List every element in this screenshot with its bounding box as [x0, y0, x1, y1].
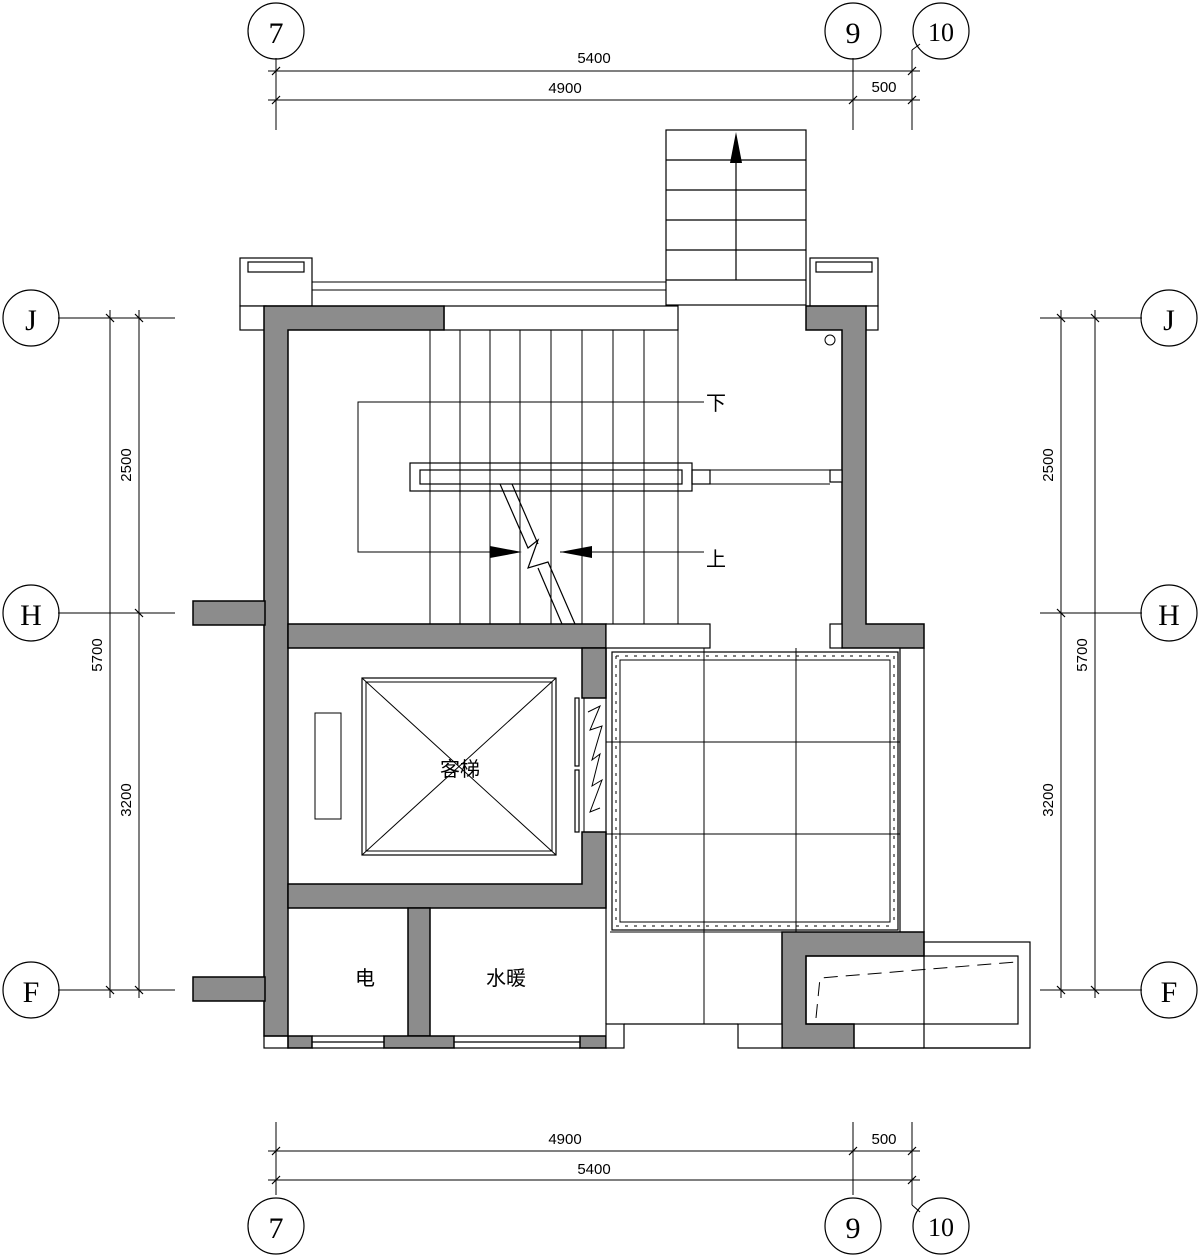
dim-bottom-side: 500	[871, 1131, 896, 1148]
dim-left-lower: 3200	[118, 783, 135, 816]
elevator-shaft	[314, 677, 607, 856]
elevator-counterweight	[314, 712, 342, 820]
outline-bottom	[263, 1023, 1030, 1049]
axis-label-top-7: 7	[269, 17, 284, 50]
axis-bubble-right-H	[1140, 584, 1198, 642]
lobby-floor-grid	[606, 648, 900, 932]
axis-bubble-right-J	[1140, 289, 1198, 347]
axis-bubble-top-9	[824, 2, 882, 60]
axis-bubble-left-J	[2, 289, 60, 347]
right-dimension-lines	[1040, 310, 1142, 998]
axis-label-left-J: J	[25, 304, 37, 337]
dim-right-upper: 2500	[1040, 448, 1057, 481]
axis-label-right-F: F	[1161, 976, 1178, 1009]
top-parapet	[239, 257, 879, 307]
electric-room-label: 电	[355, 966, 375, 990]
dim-top-main: 4900	[548, 80, 581, 97]
dim-bottom-main: 4900	[548, 1131, 581, 1148]
right-lobby-walls	[605, 334, 925, 1024]
axis-bubble-left-H	[2, 584, 60, 642]
axis-label-top-10: 10	[928, 18, 954, 47]
bottom-dimension-lines	[268, 1122, 921, 1213]
dim-right-total: 5700	[1074, 638, 1091, 671]
dim-left-total: 5700	[89, 638, 106, 671]
dim-top-side: 500	[871, 79, 896, 96]
axis-label-right-H: H	[1158, 599, 1180, 632]
dim-right-lower: 3200	[1040, 783, 1057, 816]
axis-bubble-right-F	[1140, 961, 1198, 1019]
axis-label-left-H: H	[20, 599, 42, 632]
left-dimension-lines	[58, 310, 175, 998]
elevator-label: 客梯	[440, 757, 480, 781]
axis-label-bottom-10: 10	[928, 1213, 954, 1242]
right-bottom-box	[805, 941, 1031, 1049]
dim-bottom-total: 5400	[577, 1161, 610, 1178]
stair	[357, 330, 830, 625]
axis-bubble-bottom-10	[912, 1197, 970, 1255]
walkline-arrow-right-icon	[490, 546, 522, 558]
stair-up-label: 上	[706, 547, 726, 571]
axis-label-bottom-9: 9	[846, 1212, 861, 1245]
stair-down-label: 下	[706, 391, 726, 415]
axis-bubble-bottom-7	[247, 1197, 305, 1255]
axis-bubble-left-F	[2, 961, 60, 1019]
exterior-steps	[665, 129, 807, 306]
dim-left-upper: 2500	[118, 448, 135, 481]
axis-label-right-J: J	[1163, 304, 1175, 337]
dim-top-total: 5400	[577, 50, 610, 67]
axis-bubble-top-7	[247, 2, 305, 60]
hvac-room-label: 水暖	[486, 966, 526, 990]
walkline-arrow-left-icon	[560, 546, 592, 558]
top-dimension-lines	[268, 43, 921, 130]
arrow-up-icon	[730, 132, 742, 163]
elevator-car	[361, 677, 557, 856]
axis-label-bottom-7: 7	[269, 1212, 284, 1245]
axis-bubble-bottom-9	[824, 1197, 882, 1255]
axis-bubble-top-10	[912, 2, 970, 60]
axis-label-left-F: F	[23, 976, 40, 1009]
walls	[192, 305, 925, 1049]
axis-label-top-9: 9	[846, 17, 861, 50]
